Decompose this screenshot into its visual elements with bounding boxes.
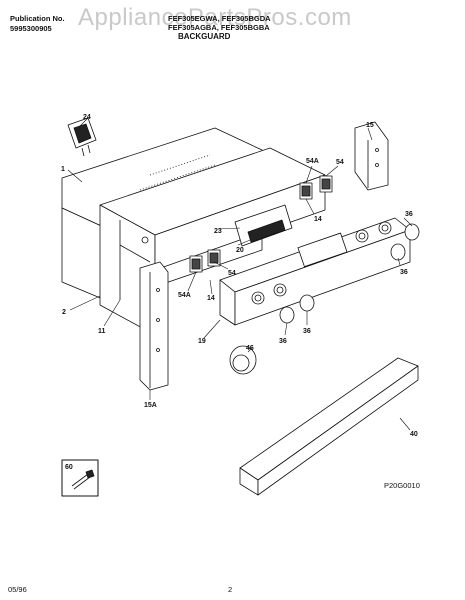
footer-date: 05/96 bbox=[8, 585, 27, 594]
callout-20: 20 bbox=[236, 247, 244, 254]
callout-11: 11 bbox=[98, 328, 106, 335]
page-number: 2 bbox=[228, 585, 233, 594]
callout-46: 46 bbox=[246, 345, 254, 352]
callout-15: 15 bbox=[366, 122, 374, 129]
callout-54a-lower: 54A bbox=[178, 292, 191, 299]
callout-36-mid-right: 36 bbox=[303, 328, 311, 335]
callout-60: 60 bbox=[65, 464, 73, 471]
publication-label: Publication No. bbox=[10, 14, 65, 23]
callout-1: 1 bbox=[61, 166, 65, 173]
callout-19: 19 bbox=[198, 338, 206, 345]
right-end-bracket bbox=[354, 121, 389, 191]
callout-14-upper: 14 bbox=[314, 216, 322, 223]
control-panel bbox=[219, 217, 411, 326]
leader-lines bbox=[67, 117, 413, 431]
callout-23: 23 bbox=[214, 228, 222, 235]
screw-inset bbox=[61, 459, 99, 497]
clock-timer bbox=[234, 204, 293, 247]
trim-handle bbox=[239, 357, 419, 496]
model-numbers-line-2: FEF305AGBA, FEF305BGBA bbox=[168, 23, 270, 32]
knob-insert bbox=[229, 345, 257, 375]
callout-54a-upper: 54A bbox=[306, 158, 319, 165]
callout-2: 2 bbox=[62, 309, 66, 316]
callout-15a: 15A bbox=[144, 402, 157, 409]
rocker-switch bbox=[67, 117, 97, 157]
left-end-bracket bbox=[139, 261, 169, 391]
watermark-text: AppliancePartsPros.com bbox=[78, 4, 352, 31]
callout-36-mid-left: 36 bbox=[279, 338, 287, 345]
drawing-code: P20G0010 bbox=[384, 481, 420, 490]
control-knobs bbox=[279, 223, 420, 324]
callout-40: 40 bbox=[410, 431, 418, 438]
callout-36-right-upper: 36 bbox=[405, 211, 413, 218]
publication-number: 5995300905 bbox=[10, 24, 52, 33]
callout-24: 24 bbox=[83, 114, 91, 121]
model-numbers-line-1: FEF305EGWA, FEF305BGDA bbox=[168, 14, 271, 23]
callout-36-right-lower: 36 bbox=[400, 269, 408, 276]
infinite-switches-lower bbox=[189, 249, 221, 273]
callout-14-lower: 14 bbox=[207, 295, 215, 302]
callout-54-lower: 54 bbox=[228, 270, 236, 277]
section-title: BACKGUARD bbox=[178, 32, 231, 41]
callout-54-upper: 54 bbox=[336, 159, 344, 166]
